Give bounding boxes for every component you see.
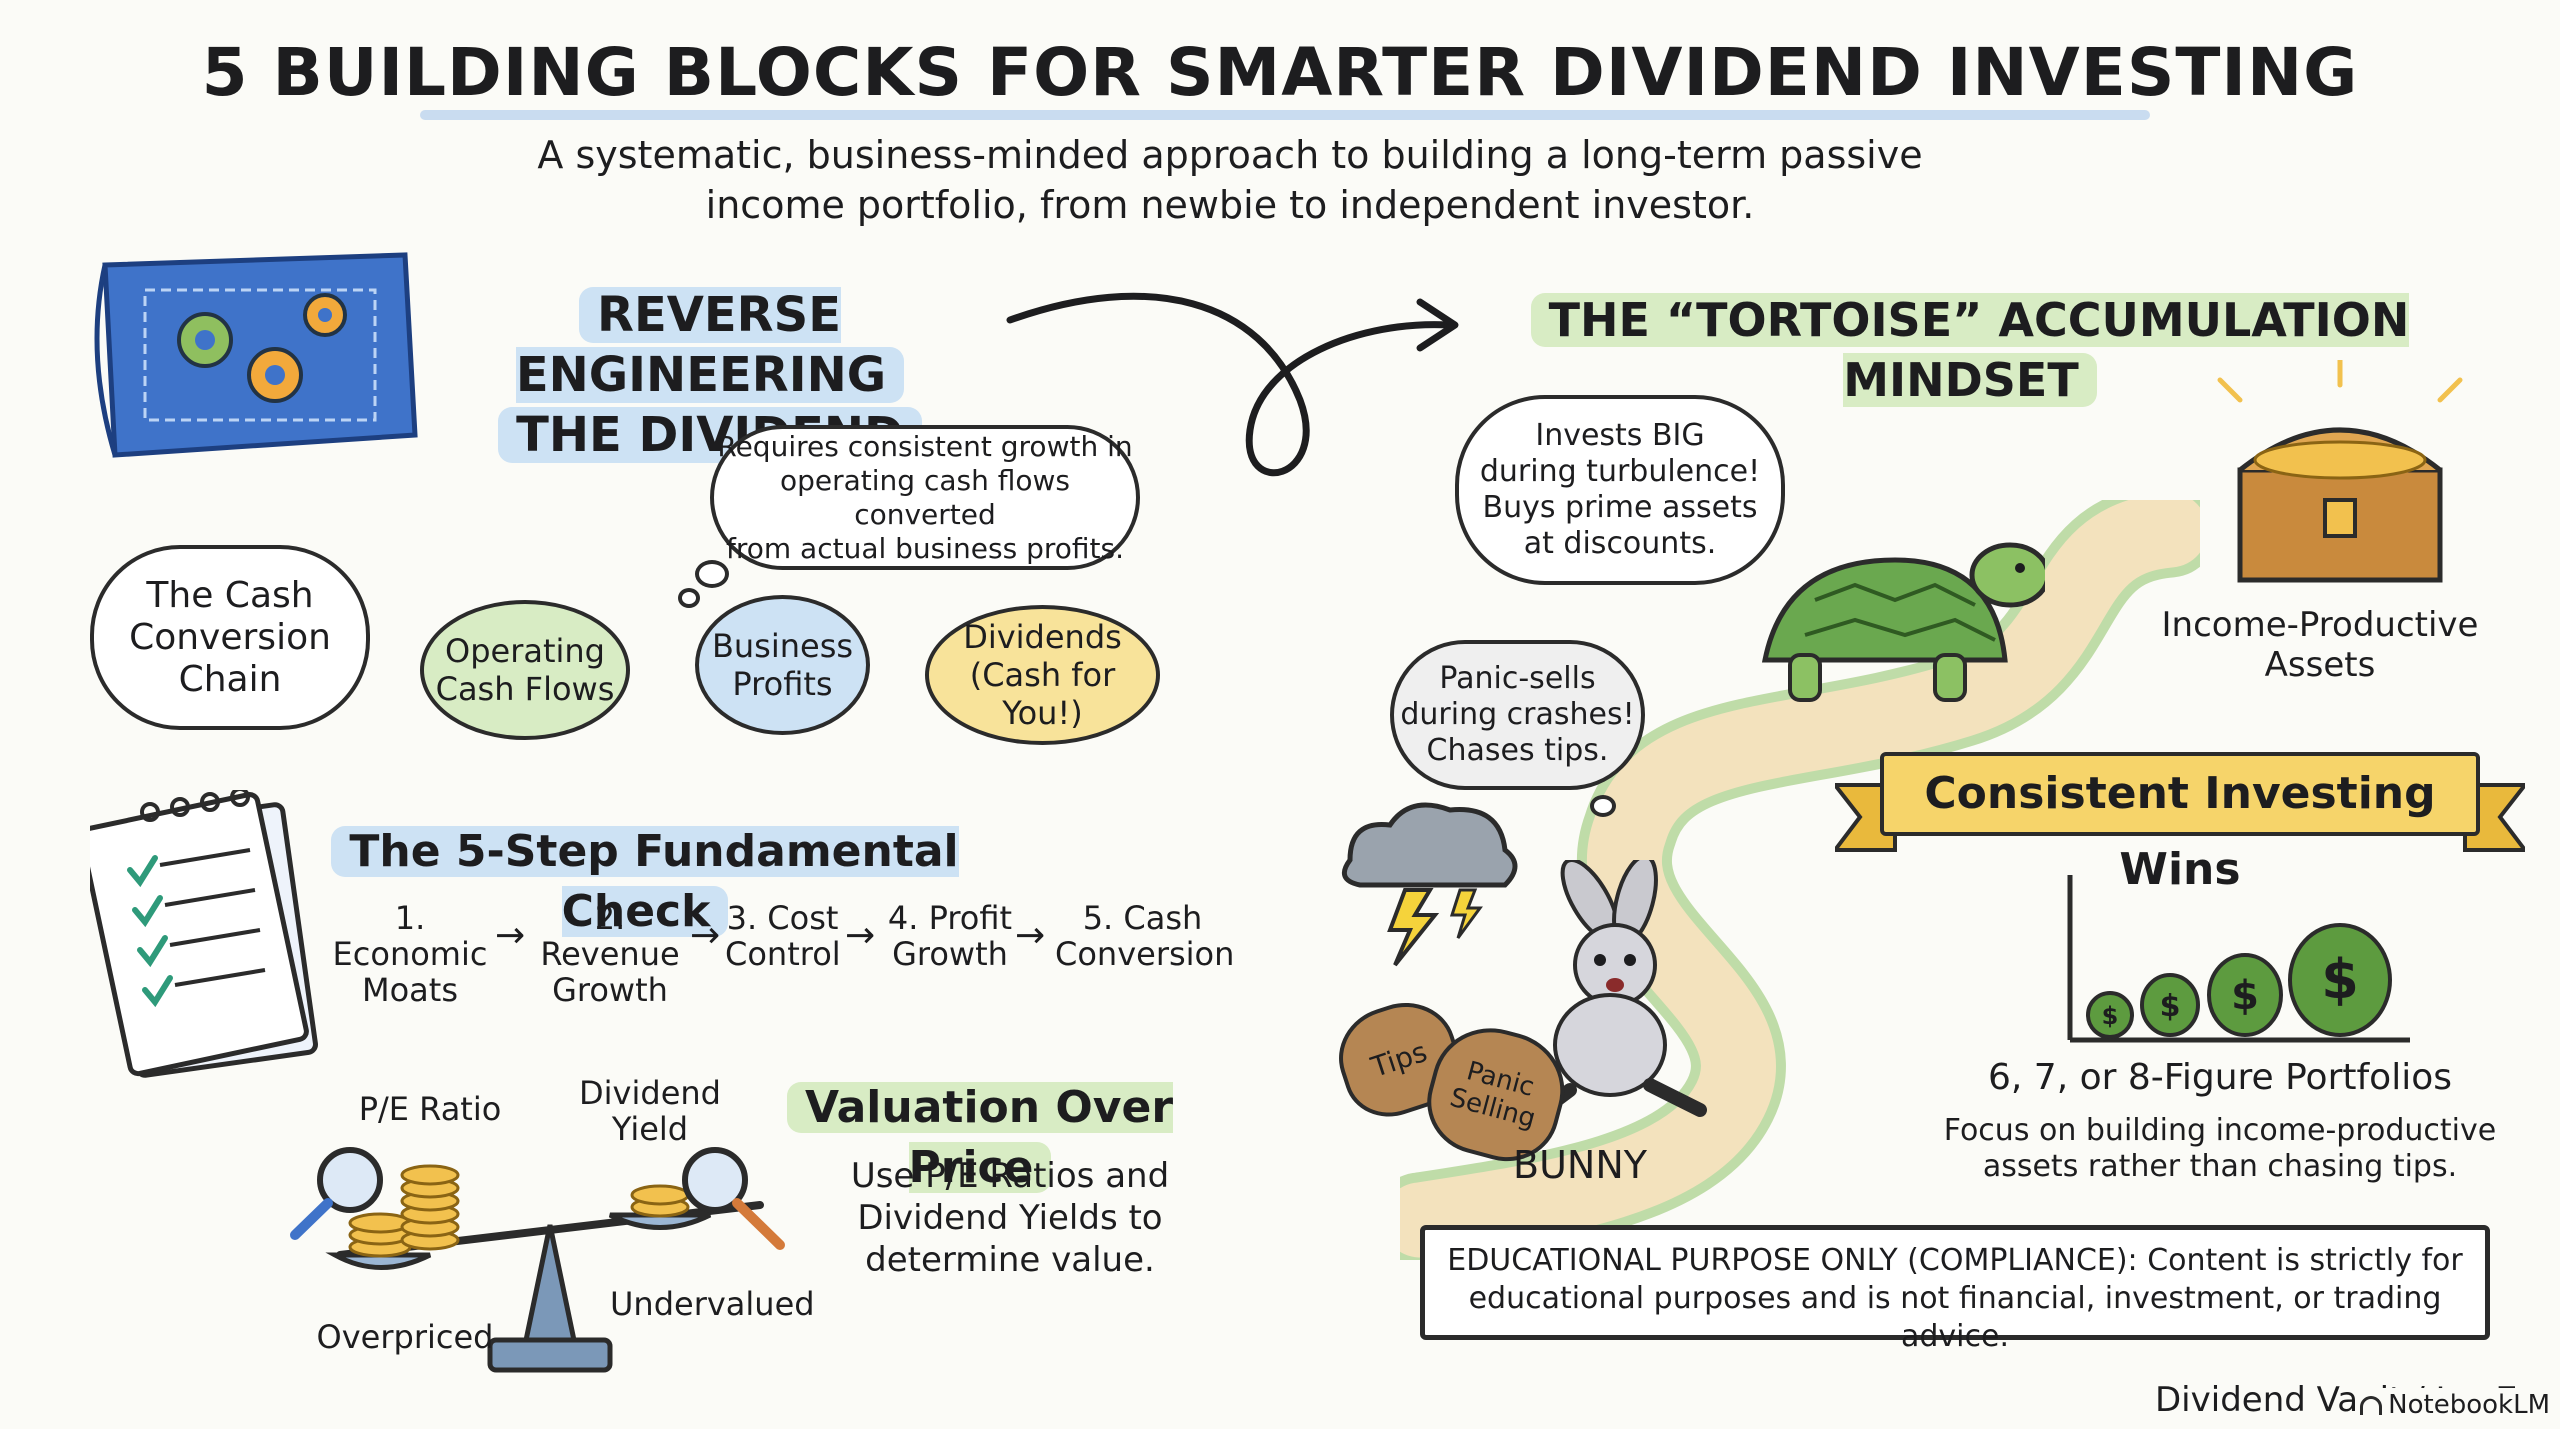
step-arrow-4: → xyxy=(1015,915,1046,956)
focus-line-2: assets rather than chasing tips. xyxy=(1982,1149,2458,1184)
bunny-illustration xyxy=(1523,860,1707,1127)
connector-arrow xyxy=(1006,292,1459,477)
notebooklm-text: NotebookLM xyxy=(2388,1390,2550,1420)
step-3-line-1: 3. Cost xyxy=(726,899,839,937)
checklist-icon xyxy=(90,790,318,1078)
dollar-sign-2: $ xyxy=(2160,989,2181,1024)
tortoise-line-2: during turbulence! xyxy=(1479,454,1761,489)
tortoise-speech-bubble: Invests BIG during turbulence! Buys prim… xyxy=(1455,395,1785,585)
tips-bag-label: Tips xyxy=(1367,1034,1431,1084)
income-productive-assets-label: Income-Productive Assets xyxy=(2150,605,2490,685)
bunny-line-2: during crashes! xyxy=(1400,697,1635,732)
valuation-body-line-2: Dividend Yields to xyxy=(857,1198,1163,1238)
step-2-line-1: 2. Revenue xyxy=(540,899,680,973)
step-2-line-2: Growth xyxy=(552,971,668,1009)
title-underline xyxy=(420,110,2150,120)
div-line-1: Dividends xyxy=(963,618,1122,656)
assets-line-1: Income-Productive xyxy=(2161,605,2479,645)
valuation-body: Use P/E Ratios and Dividend Yields to de… xyxy=(850,1155,1170,1281)
step-1-line-1: 1. Economic xyxy=(332,899,488,973)
bp-line-1: Business xyxy=(711,627,854,665)
dy-line-1: Dividend xyxy=(579,1074,721,1112)
dollar-sign-4: $ xyxy=(2321,948,2359,1011)
blueprint-icon xyxy=(94,252,418,458)
focus-line-1: Focus on building income-productive xyxy=(1943,1113,2497,1148)
dy-line-2: Yield xyxy=(611,1110,689,1148)
step-arrow-2: → xyxy=(690,915,721,956)
overpriced-label: Overpriced xyxy=(316,1318,494,1356)
bunny-line-3: Chases tips. xyxy=(1426,733,1609,768)
bunny-label: BUNNY xyxy=(1513,1143,1647,1187)
bp-line-2: Profits xyxy=(732,665,833,703)
tortoise-line-1: Invests BIG xyxy=(1535,418,1705,453)
step-5-line-2: Conversion xyxy=(1055,935,1235,973)
valuation-scale-icon xyxy=(290,1147,785,1373)
tortoise-line-3: Buys prime assets xyxy=(1482,490,1758,525)
chain-line-1: The Cash xyxy=(146,574,314,616)
bunny-thought-dot xyxy=(1590,795,1616,817)
treasure-chest-icon xyxy=(2217,360,2463,583)
reverse-heading-line-1: REVERSE ENGINEERING xyxy=(515,287,905,403)
bunny-line-1: Panic-sells xyxy=(1439,661,1596,696)
subtitle-line-1: A systematic, business-minded approach t… xyxy=(537,133,1923,177)
storm-cloud-icon xyxy=(1341,802,1518,967)
page-subtitle: A systematic, business-minded approach t… xyxy=(480,130,1980,230)
ocf-line-1: Operating xyxy=(445,632,605,670)
thought-line-3: from actual business profits. xyxy=(725,531,1124,565)
dividends-bubble: Dividends(Cash for You!) xyxy=(925,605,1160,745)
bunny-thought-bubble: Panic-sells during crashes! Chases tips. xyxy=(1390,640,1645,790)
focus-text: Focus on building income-productive asse… xyxy=(1940,1113,2500,1185)
notebooklm-watermark: NotebookLM xyxy=(2360,1388,2550,1422)
chain-line-2: Conversion xyxy=(129,616,331,658)
compliance-line-1: EDUCATIONAL PURPOSE ONLY (COMPLIANCE): C… xyxy=(1447,1243,2463,1278)
thought-line-1: Requires consistent growth in xyxy=(717,429,1133,463)
ocf-line-2: Cash Flows xyxy=(435,670,615,708)
tortoise-heading: THE “TORTOISE” ACCUMULATION MINDSET xyxy=(1480,290,2460,410)
assets-line-2: Assets xyxy=(2264,645,2376,685)
undervalued-label: Undervalued xyxy=(610,1285,815,1323)
step-4-line-2: Growth xyxy=(892,935,1008,973)
page-title: 5 BUILDING BLOCKS FOR SMARTER DIVIDEND I… xyxy=(201,34,2359,111)
fundamental-check-heading: The 5-Step Fundamental Check xyxy=(315,822,975,942)
thought-dot-small xyxy=(678,588,700,608)
thought-dot-large xyxy=(695,560,729,588)
subtitle-line-2: income portfolio, from newbie to indepen… xyxy=(705,183,1755,227)
dollar-sign-3: $ xyxy=(2231,973,2259,1019)
tortoise-line-4: at discounts. xyxy=(1523,526,1717,561)
valuation-heading: Valuation Over Price xyxy=(755,1078,1205,1198)
cash-conversion-chain-cloud: The Cash Conversion Chain xyxy=(90,545,370,730)
notebooklm-icon xyxy=(2360,1395,2383,1415)
tortoise-illustration xyxy=(1761,542,2045,702)
step-5-line-1: 5. Cash xyxy=(1082,899,1203,937)
compliance-line-2: educational purposes and is not financia… xyxy=(1468,1281,2442,1354)
step-arrow-1: → xyxy=(495,915,526,956)
valuation-body-line-1: Use P/E Ratios and xyxy=(850,1156,1170,1196)
compliance-notice: EDUCATIONAL PURPOSE ONLY (COMPLIANCE): C… xyxy=(1420,1225,2490,1354)
chain-line-3: Chain xyxy=(178,658,282,700)
pe-ratio-label: P/E Ratio xyxy=(358,1090,502,1128)
step-3-line-2: Control xyxy=(725,935,841,973)
step-4-line-1: 4. Profit xyxy=(887,899,1013,937)
valuation-body-line-3: determine value. xyxy=(865,1240,1155,1280)
step-1-line-2: Moats xyxy=(361,971,458,1009)
growing-portfolio-icon: $ $ $ $ xyxy=(2067,875,2410,1043)
dollar-sign-1: $ xyxy=(2102,1002,2119,1030)
div-line-2: (Cash for You!) xyxy=(969,656,1116,732)
cash-flow-thought-bubble: Requires consistent growth in operating … xyxy=(710,425,1140,570)
consistent-investing-banner: Consistent Investing Wins xyxy=(1880,752,2480,895)
step-arrow-3: → xyxy=(845,915,876,956)
thought-line-2: operating cash flows converted xyxy=(779,463,1071,531)
winding-road xyxy=(1400,500,2200,1260)
portfolios-label: 6, 7, or 8-Figure Portfolios xyxy=(1988,1057,2452,1098)
